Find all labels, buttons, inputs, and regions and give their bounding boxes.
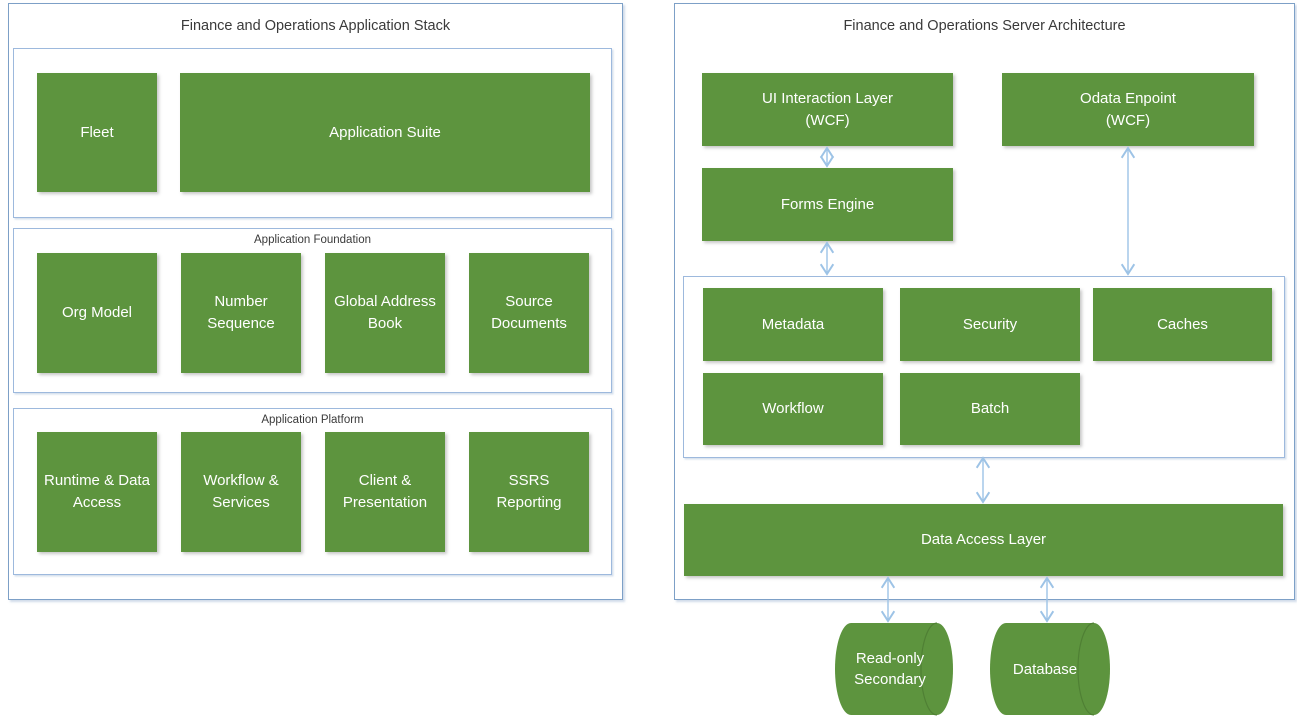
shape-security: Security [900,288,1080,361]
server-architecture-title: Finance and Operations Server Architectu… [843,18,1126,34]
shape-forms-engine: Forms Engine [702,168,953,241]
shape-runtime-data-access: Runtime & Data Access [37,432,157,552]
shape-org-model: Org Model [37,253,157,373]
readonly-secondary-cylinder [835,622,953,716]
shape-fleet: Fleet [37,73,157,192]
shape-ssrs-reporting: SSRS Reporting [469,432,589,552]
shape-odata-enpoint: Odata Enpoint (WCF) [1002,73,1254,146]
platform-section-label: Application Platform [261,414,364,426]
shape-ui-interaction-layer: UI Interaction Layer (WCF) [702,73,953,146]
database-cylinder [990,622,1110,716]
shape-batch: Batch [900,373,1080,445]
application-stack-title: Finance and Operations Application Stack [180,18,451,34]
shape-application-suite: Application Suite [180,73,590,192]
shape-metadata: Metadata [703,288,883,361]
foundation-section-label: Application Foundation [254,234,371,246]
shape-source-documents: Source Documents [469,253,589,373]
shape-global-address-book: Global Address Book [325,253,445,373]
shape-client-presentation: Client & Presentation [325,432,445,552]
shape-data-access-layer: Data Access Layer [684,504,1283,576]
shape-workflow-services: Workflow & Services [181,432,301,552]
shape-workflow: Workflow [703,373,883,445]
shape-caches: Caches [1093,288,1272,361]
shape-number-sequence: Number Sequence [181,253,301,373]
